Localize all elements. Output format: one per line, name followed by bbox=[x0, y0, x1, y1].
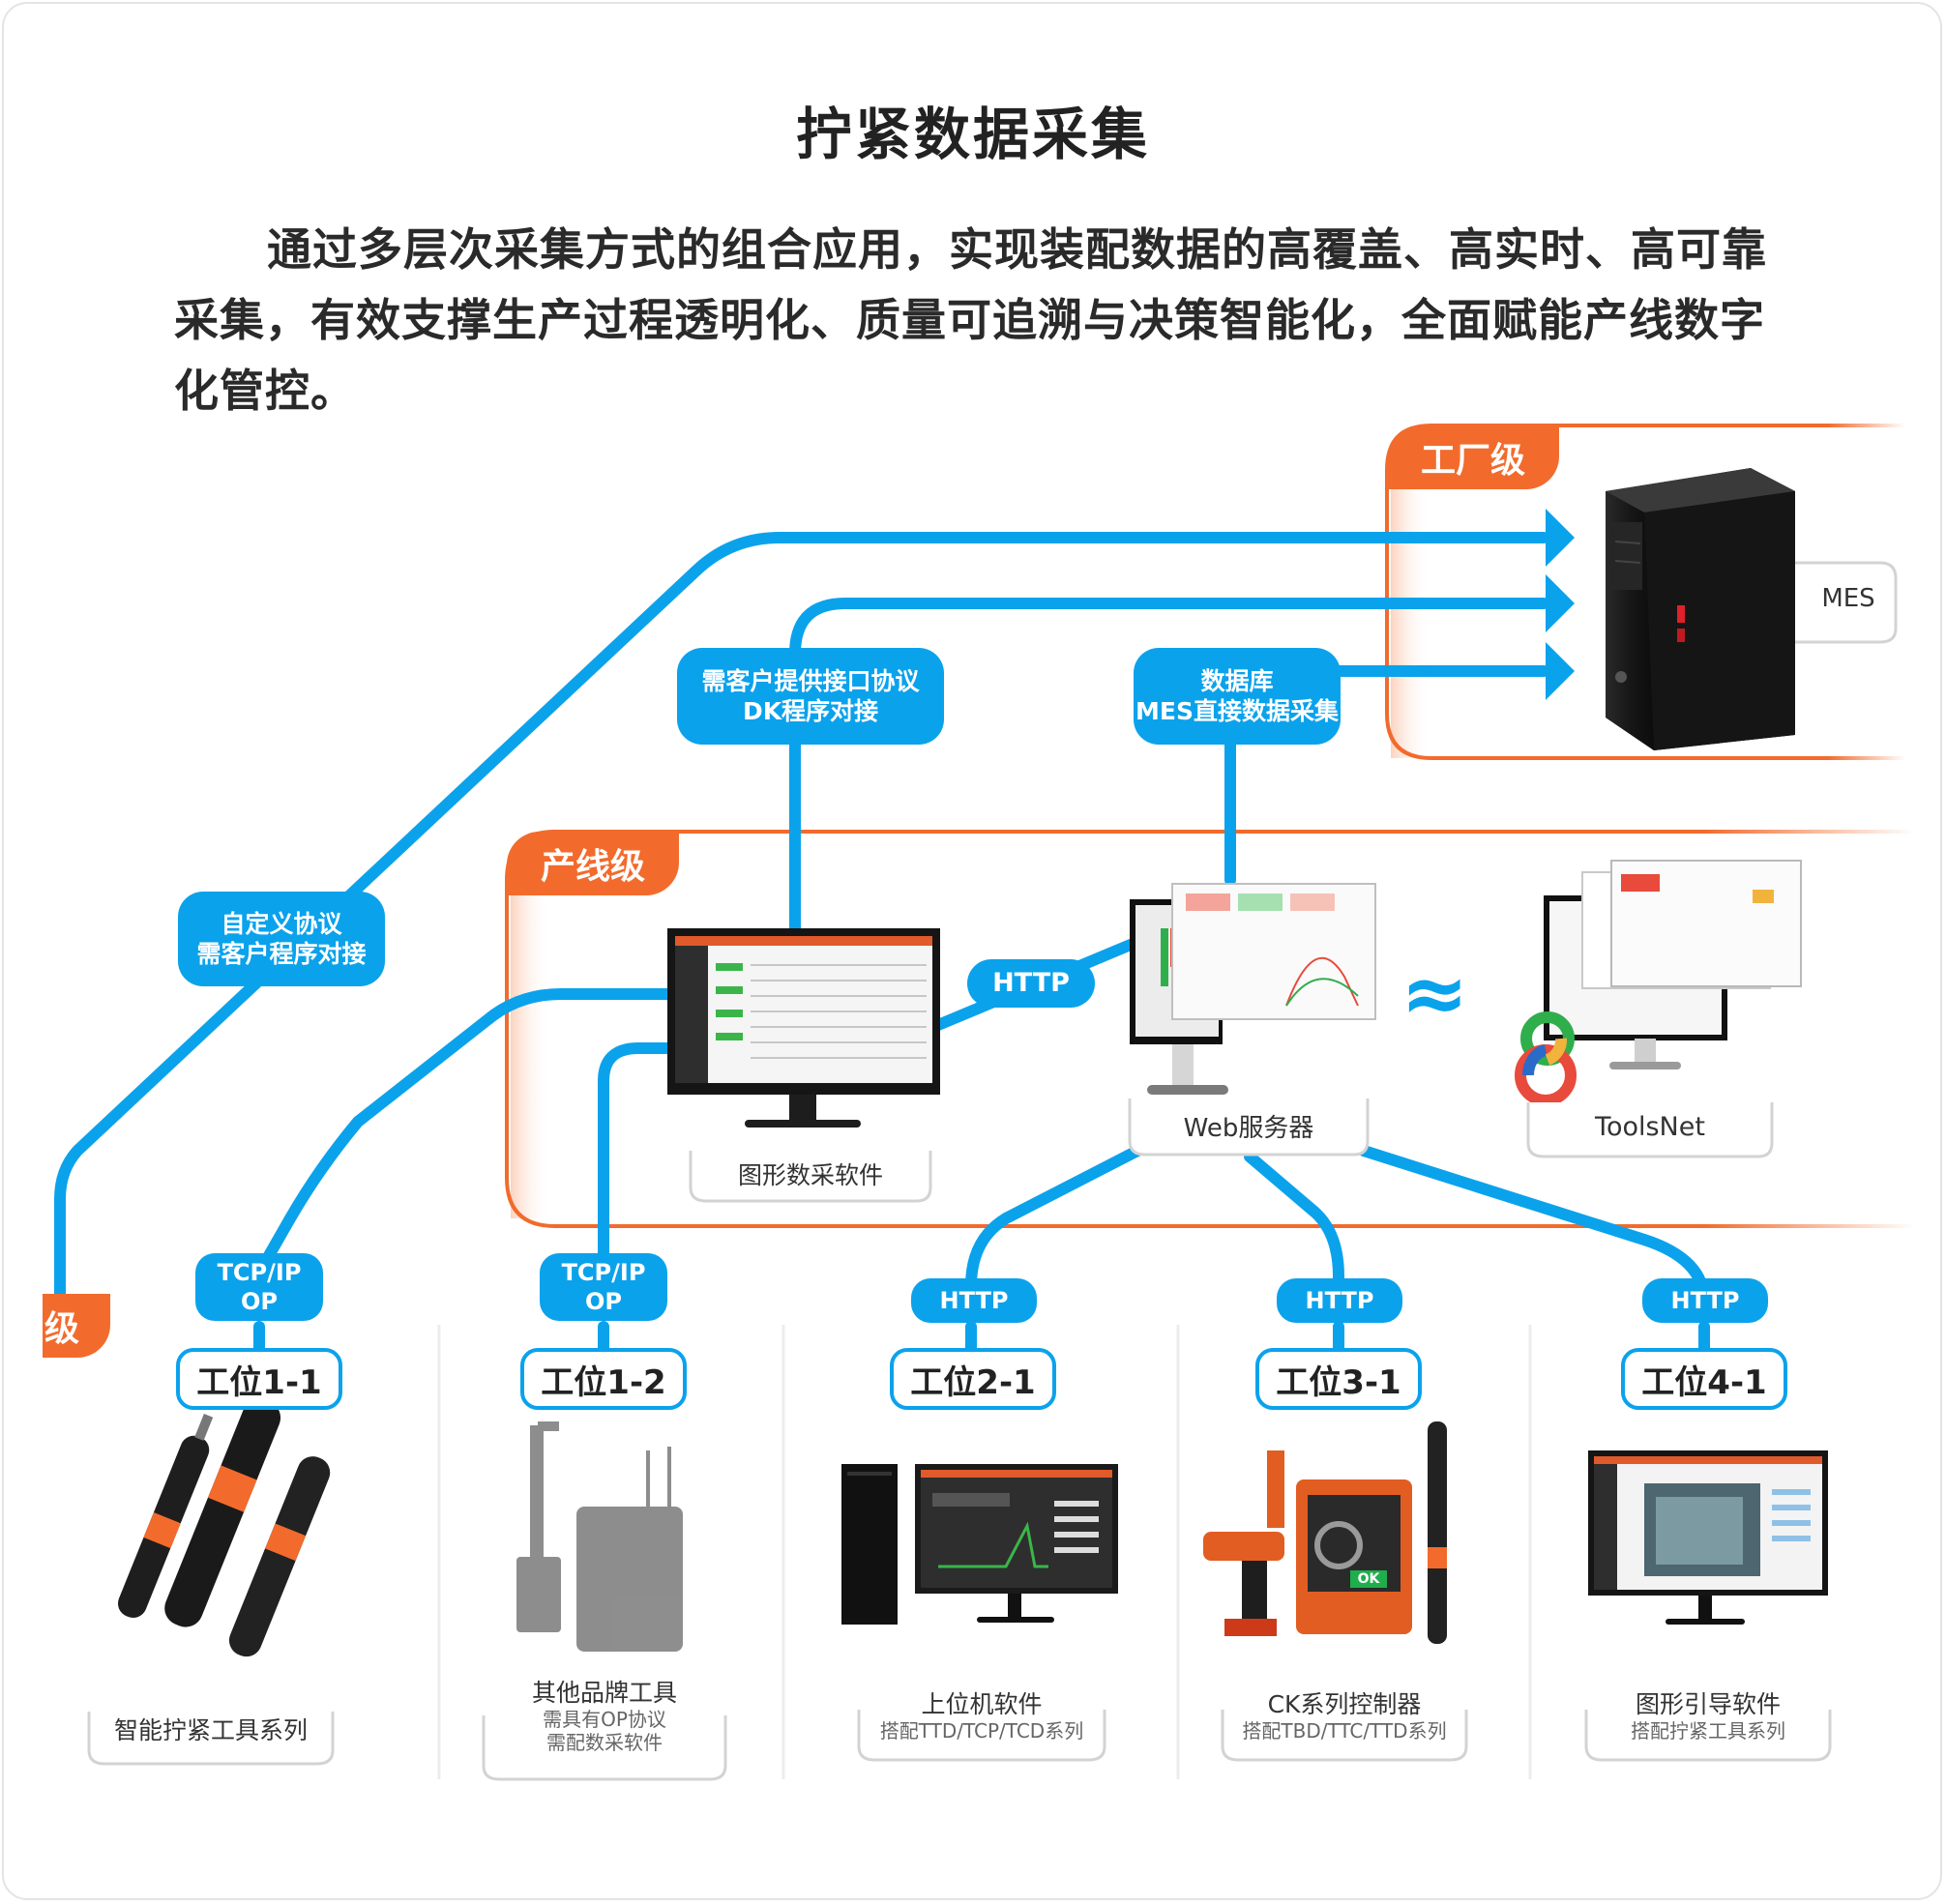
station-box-3-1: 工位3-1 bbox=[1255, 1348, 1422, 1410]
station-caption-5: 图形引导软件 搭配拧紧工具系列 bbox=[1586, 1690, 1830, 1743]
dk-protocol-line1: 需客户提供接口协议 bbox=[701, 666, 920, 695]
custom-protocol-line1: 自定义协议 bbox=[221, 909, 342, 938]
toolsnet-label: ToolsNet bbox=[1595, 1112, 1705, 1142]
station-box-1-2: 工位1-2 bbox=[520, 1348, 687, 1410]
arrow-right-icon bbox=[1546, 509, 1575, 700]
station-box-2-1: 工位2-1 bbox=[890, 1348, 1056, 1410]
screwdriver-tool-icon bbox=[117, 1398, 331, 1657]
station-caption-1: 智能拧紧工具系列 bbox=[89, 1712, 333, 1746]
station-level-tab: 级 bbox=[43, 1294, 110, 1358]
http-badge-station-4-1: HTTP bbox=[1642, 1278, 1768, 1323]
caption-card-4 bbox=[1221, 1710, 1468, 1762]
caption-sub1-5: 搭配拧紧工具系列 bbox=[1631, 1719, 1785, 1743]
factory-level-tab: 工厂级 bbox=[1387, 425, 1559, 489]
tcp-badge-station-1-1: TCP/IP OP bbox=[195, 1253, 323, 1321]
db-protocol-badge: 数据库 MES直接数据采集 bbox=[1134, 648, 1341, 745]
http-main-badge: HTTP bbox=[967, 959, 1095, 1008]
dk-protocol-badge: 需客户提供接口协议 DK程序对接 bbox=[677, 648, 944, 745]
monitor-icon bbox=[1588, 1450, 1828, 1625]
toolsnet-screens-icon bbox=[1544, 860, 1802, 1069]
caption-title-4: CK系列控制器 bbox=[1267, 1690, 1422, 1718]
server-tower-icon bbox=[1606, 468, 1795, 750]
caption-title-1: 智能拧紧工具系列 bbox=[113, 1716, 308, 1744]
custom-protocol-badge: 自定义协议 需客户程序对接 bbox=[178, 892, 385, 986]
tcp-badge-2-line2: OP bbox=[585, 1288, 622, 1315]
caption-card-5 bbox=[1584, 1710, 1832, 1762]
station-box-4-1: 工位4-1 bbox=[1621, 1348, 1787, 1410]
caption-sub2-2: 需配数采软件 bbox=[546, 1731, 663, 1754]
caption-sub1-2: 需具有OP协议 bbox=[543, 1708, 666, 1731]
caption-title-3: 上位机软件 bbox=[921, 1690, 1043, 1718]
web-server-monitor-icon bbox=[1130, 883, 1376, 1095]
caption-sub1-3: 搭配TTD/TCP/TCD系列 bbox=[879, 1719, 1084, 1743]
approx-icon: ≈ bbox=[1401, 946, 1469, 1040]
tcp-badge-2-line1: TCP/IP bbox=[561, 1259, 646, 1286]
db-protocol-line1: 数据库 bbox=[1200, 666, 1274, 695]
monitor-icon bbox=[667, 928, 940, 1128]
http-badge-station-2-1: HTTP bbox=[911, 1278, 1037, 1323]
station-caption-3: 上位机软件 搭配TTD/TCP/TCD系列 bbox=[859, 1690, 1105, 1743]
column-dividers bbox=[437, 1325, 1532, 1779]
tcp-badge-1-line2: OP bbox=[241, 1288, 278, 1315]
web-server-card bbox=[1128, 1098, 1370, 1157]
graphic-software-label: 图形数采软件 bbox=[737, 1161, 883, 1189]
page-title: 拧紧数据采集 bbox=[795, 102, 1150, 167]
mes-card bbox=[1795, 561, 1898, 644]
caption-title-2: 其他品牌工具 bbox=[531, 1679, 677, 1707]
station-caption-2: 其他品牌工具 需具有OP协议 需配数采软件 bbox=[484, 1679, 725, 1754]
http-badge-station-3-1: HTTP bbox=[1277, 1278, 1402, 1323]
dk-protocol-line2: DK程序对接 bbox=[742, 697, 879, 725]
toolsnet-card bbox=[1526, 1102, 1774, 1158]
mes-label: MES bbox=[1821, 584, 1875, 613]
pc-tower-icon bbox=[841, 1464, 1118, 1625]
custom-protocol-line2: 需客户程序对接 bbox=[196, 940, 367, 968]
web-server-label: Web服务器 bbox=[1183, 1114, 1314, 1143]
ok-status-label: OK bbox=[1357, 1571, 1380, 1587]
controller-box-icon bbox=[1203, 1421, 1447, 1644]
graphic-software-card bbox=[689, 1151, 932, 1203]
station-caption-4: CK系列控制器 搭配TBD/TTC/TTD系列 bbox=[1223, 1690, 1466, 1743]
station-box-1-1: 工位1-1 bbox=[176, 1348, 342, 1410]
db-protocol-line2: MES直接数据采集 bbox=[1135, 697, 1339, 725]
caption-sub1-4: 搭配TBD/TTC/TTD系列 bbox=[1242, 1719, 1447, 1743]
line-level-tab: 产线级 bbox=[507, 832, 679, 895]
controller-box-icon bbox=[516, 1421, 683, 1652]
caption-card-1 bbox=[87, 1712, 335, 1766]
tcp-badge-station-1-2: TCP/IP OP bbox=[540, 1253, 667, 1321]
caption-card-3 bbox=[857, 1710, 1106, 1762]
intro-paragraph: 通过多层次采集方式的组合应用，实现装配数据的高覆盖、高实时、高可靠采集，有效支撑… bbox=[174, 223, 1767, 417]
caption-card-2 bbox=[482, 1715, 727, 1781]
tcp-badge-1-line1: TCP/IP bbox=[217, 1259, 302, 1286]
toolsnet-logo-icon bbox=[1515, 1011, 1577, 1106]
caption-title-5: 图形引导软件 bbox=[1635, 1690, 1781, 1718]
